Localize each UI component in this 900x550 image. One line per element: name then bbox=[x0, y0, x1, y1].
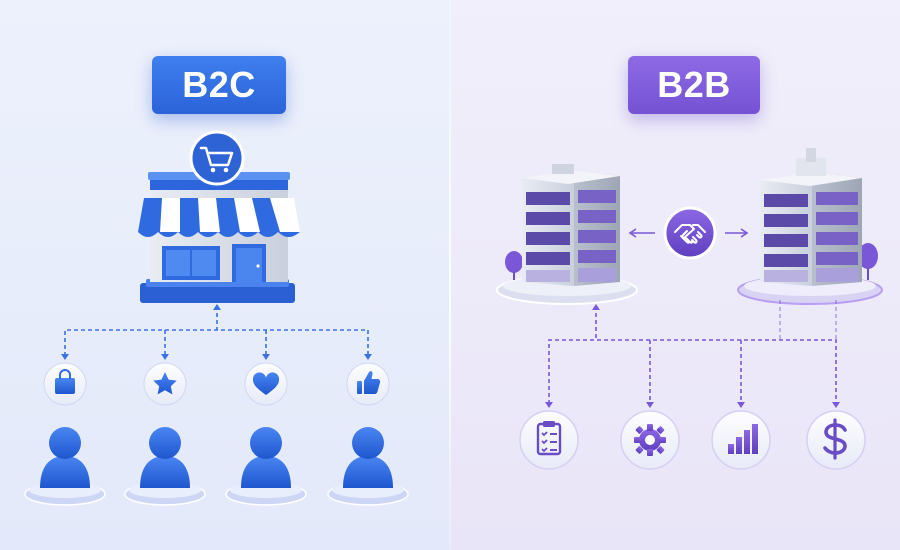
customer-avatar bbox=[327, 427, 409, 506]
handshake-icon bbox=[628, 206, 749, 260]
bar-chart-icon bbox=[711, 410, 771, 470]
b2c-label-badge: B2C bbox=[152, 56, 286, 114]
gear-icon bbox=[620, 410, 680, 470]
b2c-connector-lines bbox=[64, 306, 369, 356]
thumbs-up-icon bbox=[346, 362, 390, 406]
office-building-right-icon bbox=[737, 148, 883, 305]
shopping-cart-icon bbox=[189, 130, 245, 186]
customer-avatar bbox=[24, 427, 106, 506]
customer-avatar bbox=[124, 427, 206, 506]
b2b-label-badge: B2B bbox=[628, 56, 760, 114]
star-icon bbox=[143, 362, 187, 406]
panel-divider bbox=[449, 0, 451, 550]
customer-figures bbox=[24, 427, 409, 506]
office-building-left-icon bbox=[496, 164, 638, 305]
customer-avatar bbox=[225, 427, 307, 506]
storefront-icon bbox=[138, 172, 300, 303]
dollar-icon bbox=[806, 410, 866, 470]
heart-icon bbox=[244, 362, 288, 406]
shopping-bag-icon bbox=[43, 362, 87, 406]
b2b-connector-lines bbox=[548, 300, 837, 404]
clipboard-checklist-icon bbox=[519, 410, 579, 470]
